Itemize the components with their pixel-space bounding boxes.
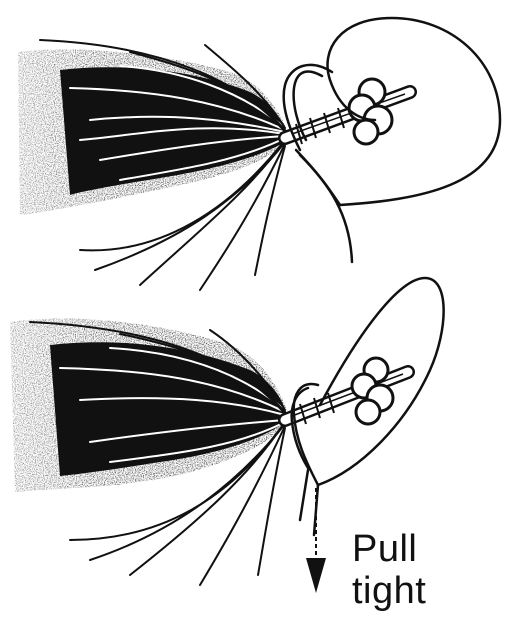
caption-tight: tight [352,568,426,614]
thread-loop-top [284,18,500,262]
hook-eye-top [349,79,392,144]
knot-step-loop [18,18,500,290]
pull-arrow [306,488,326,593]
hook-eye-bottom [352,358,393,424]
caption-pull: Pull [352,526,417,572]
